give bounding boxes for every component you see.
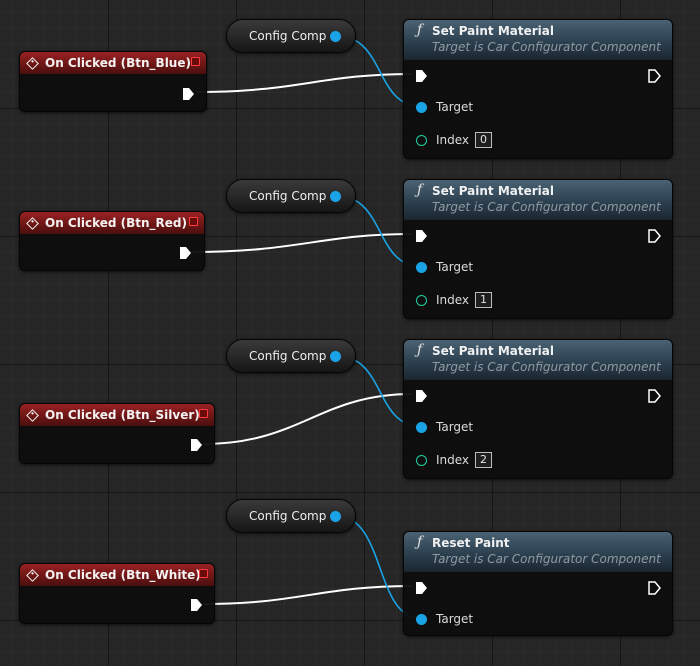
index-pin-row[interactable]: Index 2: [416, 452, 493, 468]
function-f-icon: ƒ: [417, 534, 423, 550]
index-pin-row[interactable]: Index 1: [416, 292, 493, 308]
config-comp-getter-2[interactable]: Config Comp: [226, 179, 356, 213]
function-subtitle: Target is Car Configurator Component: [432, 360, 661, 374]
object-out-pin-icon[interactable]: [330, 511, 341, 522]
exec-out-pin-icon[interactable]: [182, 87, 195, 101]
exec-wire-3: [202, 393, 413, 445]
exec-wire-4: [202, 585, 413, 605]
getter-label: Config Comp: [249, 29, 327, 43]
function-node-set-paint-material-1[interactable]: ƒ Set Paint Material Target is Car Confi…: [403, 19, 673, 159]
event-diamond-icon: [26, 216, 39, 230]
target-label: Target: [436, 420, 474, 434]
function-f-icon: ƒ: [417, 342, 423, 358]
config-comp-getter-3[interactable]: Config Comp: [226, 339, 356, 373]
exec-in-pin-icon[interactable]: [415, 581, 428, 595]
event-diamond-icon: [26, 56, 39, 70]
object-out-pin-icon[interactable]: [330, 31, 341, 42]
object-out-pin-icon[interactable]: [330, 191, 341, 202]
config-comp-getter-4[interactable]: Config Comp: [226, 499, 356, 533]
exec-out-pin-icon[interactable]: [648, 69, 661, 83]
exec-out-pin-icon[interactable]: [648, 581, 661, 595]
delegate-pin-icon[interactable]: [199, 569, 208, 578]
exec-out-pin-icon[interactable]: [190, 598, 203, 612]
event-node-btn-white[interactable]: On Clicked (Btn_White): [19, 563, 215, 624]
event-node-title: On Clicked (Btn_Red): [45, 216, 187, 230]
target-pin-row[interactable]: Target: [416, 612, 473, 626]
exec-out-pin-icon[interactable]: [190, 438, 203, 452]
event-node-title: On Clicked (Btn_Blue): [45, 56, 191, 70]
target-label: Target: [436, 100, 474, 114]
event-node-btn-blue[interactable]: On Clicked (Btn_Blue): [19, 51, 207, 112]
event-node-btn-red[interactable]: On Clicked (Btn_Red): [19, 211, 205, 271]
integer-in-pin-icon[interactable]: [416, 294, 427, 306]
event-node-title: On Clicked (Btn_Silver): [45, 408, 200, 422]
target-pin-row[interactable]: Target: [416, 100, 473, 114]
delegate-pin-icon[interactable]: [189, 217, 198, 226]
target-pin-row[interactable]: Target: [416, 260, 473, 274]
target-label: Target: [436, 260, 474, 274]
exec-in-pin-icon[interactable]: [415, 389, 428, 403]
index-input[interactable]: 1: [475, 292, 493, 308]
exec-out-pin-icon[interactable]: [648, 389, 661, 403]
object-in-pin-icon[interactable]: [416, 613, 427, 625]
exec-wire-1: [195, 73, 413, 93]
object-in-pin-icon[interactable]: [416, 421, 427, 433]
config-comp-getter-1[interactable]: Config Comp: [226, 19, 356, 53]
getter-label: Config Comp: [249, 189, 327, 203]
index-input[interactable]: 2: [475, 452, 493, 468]
function-title: Set Paint Material: [432, 344, 554, 358]
object-in-pin-icon[interactable]: [416, 261, 427, 273]
object-out-pin-icon[interactable]: [330, 351, 341, 362]
integer-in-pin-icon[interactable]: [416, 454, 427, 466]
exec-out-pin-icon[interactable]: [179, 246, 192, 260]
event-diamond-icon: [26, 568, 39, 582]
index-label: Index: [436, 133, 470, 147]
function-title: Set Paint Material: [432, 184, 554, 198]
function-subtitle: Target is Car Configurator Component: [432, 200, 661, 214]
event-node-btn-silver[interactable]: On Clicked (Btn_Silver): [19, 403, 215, 464]
exec-in-pin-icon[interactable]: [415, 69, 428, 83]
event-node-title: On Clicked (Btn_White): [45, 568, 201, 582]
delegate-pin-icon[interactable]: [191, 57, 200, 66]
index-label: Index: [436, 293, 470, 307]
integer-in-pin-icon[interactable]: [416, 134, 427, 146]
exec-wire-2: [190, 233, 413, 253]
function-node-set-paint-material-3[interactable]: ƒ Set Paint Material Target is Car Confi…: [403, 339, 673, 479]
getter-label: Config Comp: [249, 349, 327, 363]
event-diamond-icon: [26, 408, 39, 422]
function-f-icon: ƒ: [417, 22, 423, 38]
object-in-pin-icon[interactable]: [416, 101, 427, 113]
function-subtitle: Target is Car Configurator Component: [432, 552, 661, 566]
index-input[interactable]: 0: [475, 132, 493, 148]
target-pin-row[interactable]: Target: [416, 420, 473, 434]
exec-in-pin-icon[interactable]: [415, 229, 428, 243]
index-pin-row[interactable]: Index 0: [416, 132, 493, 148]
function-subtitle: Target is Car Configurator Component: [432, 40, 661, 54]
getter-label: Config Comp: [249, 509, 327, 523]
exec-out-pin-icon[interactable]: [648, 229, 661, 243]
function-title: Reset Paint: [432, 536, 510, 550]
target-label: Target: [436, 612, 474, 626]
function-title: Set Paint Material: [432, 24, 554, 38]
delegate-pin-icon[interactable]: [199, 409, 208, 418]
function-f-icon: ƒ: [417, 182, 423, 198]
function-node-reset-paint[interactable]: ƒ Reset Paint Target is Car Configurator…: [403, 531, 673, 636]
index-label: Index: [436, 453, 470, 467]
function-node-set-paint-material-2[interactable]: ƒ Set Paint Material Target is Car Confi…: [403, 179, 673, 319]
